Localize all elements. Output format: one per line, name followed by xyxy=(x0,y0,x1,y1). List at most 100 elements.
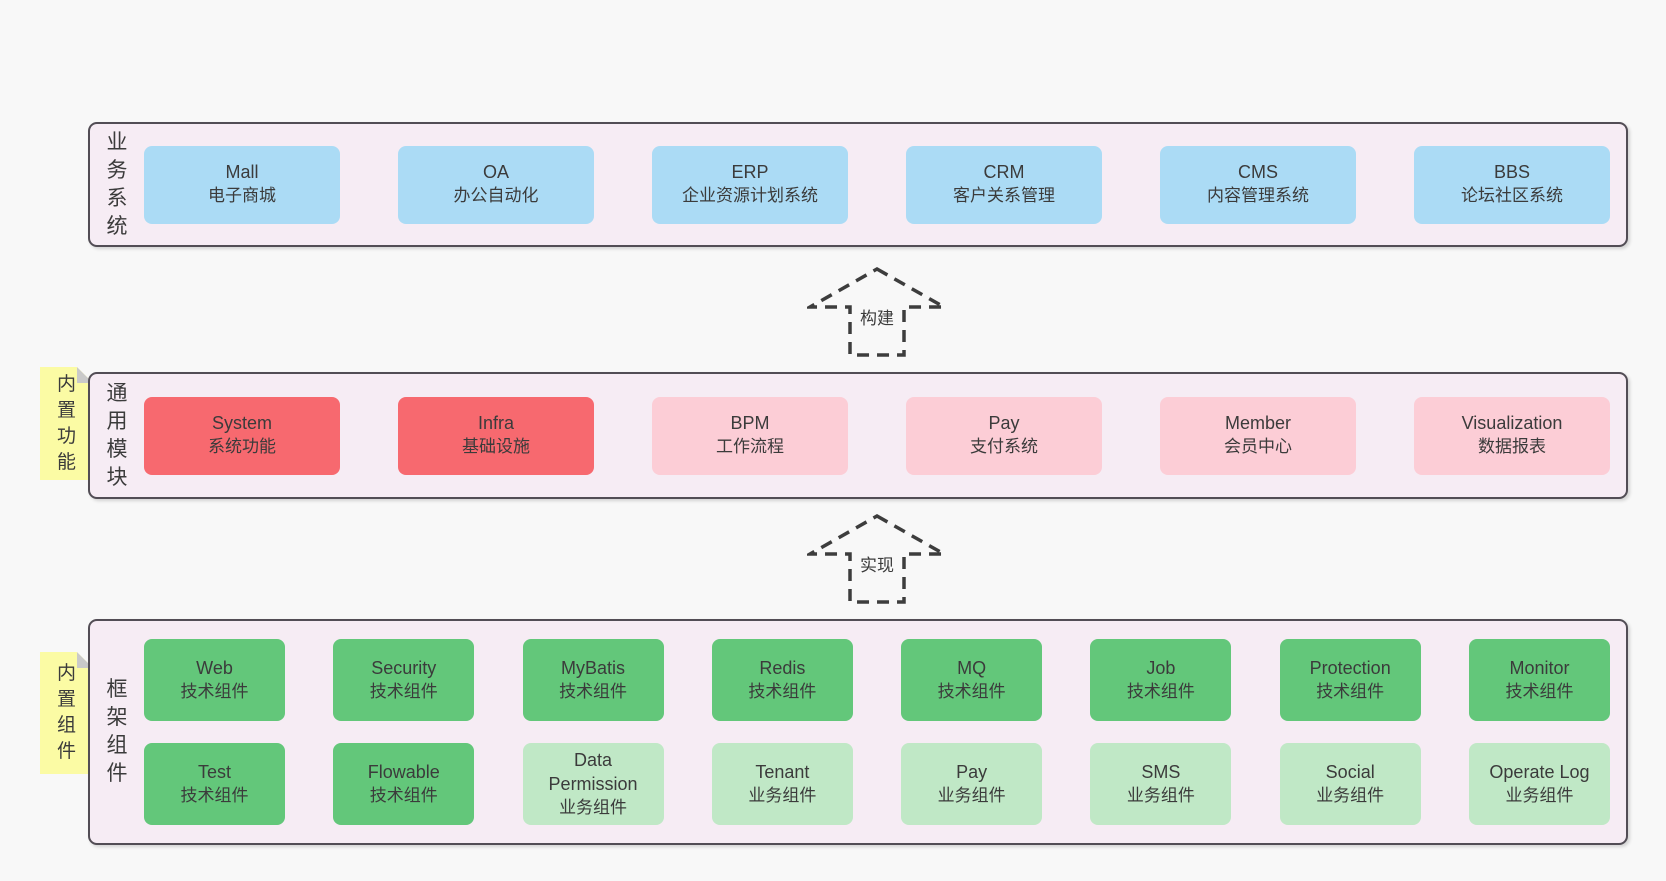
layer-business-systems: 业务系统 Mall 电子商城 OA 办公自动化 ERP 企业资源计划系统 CRM… xyxy=(88,122,1628,247)
component-subtitle: 数据报表 xyxy=(1478,437,1546,457)
component-row: System 系统功能 Infra 基础设施 BPM 工作流程 Pay 支付系统… xyxy=(144,396,1610,475)
sticky-note-label: 内置组件 xyxy=(56,663,76,762)
component-title: OA xyxy=(482,162,509,183)
component-subtitle: 工作流程 xyxy=(716,437,784,457)
component-box: Tenant 业务组件 xyxy=(711,743,853,825)
arrow-label: 构建 xyxy=(857,303,897,330)
component-title: Infra xyxy=(477,413,515,434)
component-title: Web xyxy=(196,657,233,678)
component-subtitle: 技术组件 xyxy=(748,681,817,701)
component-subtitle: 业务组件 xyxy=(748,785,817,805)
component-title: CRM xyxy=(983,162,1025,183)
component-title: MyBatis xyxy=(561,657,626,678)
component-subtitle: 技术组件 xyxy=(369,681,438,701)
component-title: Data Permission xyxy=(548,750,638,794)
component-title: Flowable xyxy=(367,761,440,782)
component-subtitle: 基础设施 xyxy=(462,437,530,457)
dashed-up-arrow-icon xyxy=(807,266,947,357)
layer-framework-components: 框架组件 Web 技术组件 Security 技术组件 MyBatis 技术组件… xyxy=(88,619,1628,845)
arrow-build: 构建 xyxy=(807,266,947,358)
component-box: CRM 客户关系管理 xyxy=(906,145,1102,224)
layer-content: Mall 电子商城 OA 办公自动化 ERP 企业资源计划系统 CRM 客户关系… xyxy=(144,124,1626,245)
layer-content: System 系统功能 Infra 基础设施 BPM 工作流程 Pay 支付系统… xyxy=(144,374,1626,497)
component-box: System 系统功能 xyxy=(144,396,340,475)
component-title: MQ xyxy=(957,657,987,678)
component-box: ERP 企业资源计划系统 xyxy=(652,145,848,224)
component-title: BPM xyxy=(730,413,770,434)
component-box: Data Permission 业务组件 xyxy=(522,743,664,825)
component-box: SMS 业务组件 xyxy=(1090,743,1232,825)
component-box: Redis 技术组件 xyxy=(711,639,853,721)
component-box: Pay 业务组件 xyxy=(901,743,1043,825)
component-box: Pay 支付系统 xyxy=(906,396,1102,475)
component-title: Pay xyxy=(956,761,988,782)
component-box: BBS 论坛社区系统 xyxy=(1414,145,1610,224)
component-subtitle: 业务组件 xyxy=(559,797,628,817)
arrow-implement: 实现 xyxy=(807,513,947,605)
component-box: Infra 基础设施 xyxy=(398,396,594,475)
component-title: Monitor xyxy=(1509,657,1570,678)
component-title: SMS xyxy=(1141,761,1181,782)
layer-label: 通用模块 xyxy=(106,381,128,489)
component-subtitle: 业务组件 xyxy=(1505,785,1574,805)
component-title: Job xyxy=(1146,657,1176,678)
component-box: MQ 技术组件 xyxy=(901,639,1043,721)
component-box: Social 业务组件 xyxy=(1279,743,1421,825)
component-title: Test xyxy=(197,761,231,782)
component-box: MyBatis 技术组件 xyxy=(522,639,664,721)
sticky-note-builtin-components: 内置组件 xyxy=(40,652,93,774)
component-box: Member 会员中心 xyxy=(1160,396,1356,475)
component-subtitle: 支付系统 xyxy=(970,437,1038,457)
component-title: Mall xyxy=(225,162,259,183)
component-title: CMS xyxy=(1238,162,1278,183)
layer-label: 框架组件 xyxy=(106,678,128,785)
component-box: Mall 电子商城 xyxy=(144,145,340,224)
component-subtitle: 系统功能 xyxy=(208,437,276,457)
component-row: Web 技术组件 Security 技术组件 MyBatis 技术组件 Redi… xyxy=(144,639,1610,721)
component-title: Operate Log xyxy=(1489,761,1590,782)
component-subtitle: 业务组件 xyxy=(1316,785,1385,805)
component-row: Mall 电子商城 OA 办公自动化 ERP 企业资源计划系统 CRM 客户关系… xyxy=(144,145,1610,224)
component-subtitle: 会员中心 xyxy=(1224,437,1292,457)
component-box: Job 技术组件 xyxy=(1090,639,1232,721)
component-subtitle: 内容管理系统 xyxy=(1207,186,1309,206)
arrow-label: 实现 xyxy=(857,550,897,577)
component-title: System xyxy=(211,413,272,434)
component-subtitle: 业务组件 xyxy=(1126,785,1195,805)
component-box: Operate Log 业务组件 xyxy=(1468,743,1610,825)
component-box: OA 办公自动化 xyxy=(398,145,594,224)
component-title: Visualization xyxy=(1461,413,1563,434)
component-subtitle: 技术组件 xyxy=(369,785,438,805)
component-title: Pay xyxy=(988,413,1020,434)
component-box: Visualization 数据报表 xyxy=(1414,396,1610,475)
component-box: Test 技术组件 xyxy=(144,743,285,825)
component-subtitle: 企业资源计划系统 xyxy=(682,186,818,206)
component-subtitle: 技术组件 xyxy=(1126,681,1195,701)
component-title: Protection xyxy=(1309,657,1391,678)
sticky-note-label: 内置功能 xyxy=(56,373,76,473)
component-subtitle: 论坛社区系统 xyxy=(1461,186,1563,206)
component-subtitle: 电子商城 xyxy=(208,186,276,206)
component-title: Member xyxy=(1224,413,1291,434)
component-title: ERP xyxy=(731,162,769,183)
component-box: Security 技术组件 xyxy=(333,639,475,721)
component-box: BPM 工作流程 xyxy=(652,396,848,475)
component-subtitle: 技术组件 xyxy=(559,681,628,701)
component-row: Test 技术组件 Flowable 技术组件 Data Permission … xyxy=(144,743,1610,825)
component-subtitle: 客户关系管理 xyxy=(953,186,1055,206)
component-title: Redis xyxy=(759,657,806,678)
component-subtitle: 技术组件 xyxy=(1316,681,1385,701)
component-title: Social xyxy=(1325,761,1375,782)
dashed-up-arrow-icon xyxy=(807,513,947,604)
layer-common-modules: 通用模块 System 系统功能 Infra 基础设施 BPM 工作流程 Pay… xyxy=(88,372,1628,499)
component-title: Security xyxy=(371,657,437,678)
layer-content: Web 技术组件 Security 技术组件 MyBatis 技术组件 Redi… xyxy=(144,621,1626,843)
layer-label: 业务系统 xyxy=(106,130,128,238)
sticky-note-builtin-features: 内置功能 xyxy=(40,367,93,480)
component-subtitle: 业务组件 xyxy=(937,785,1006,805)
component-subtitle: 技术组件 xyxy=(180,681,249,701)
component-title: Tenant xyxy=(755,761,810,782)
component-box: CMS 内容管理系统 xyxy=(1160,145,1356,224)
component-box: Flowable 技术组件 xyxy=(333,743,475,825)
